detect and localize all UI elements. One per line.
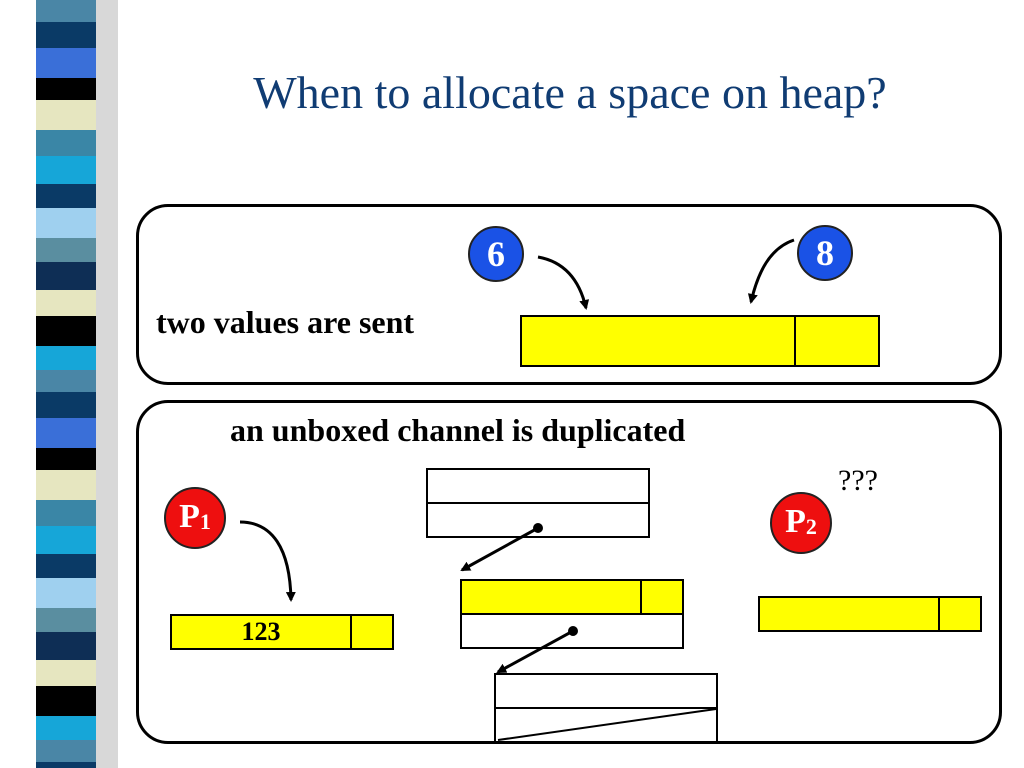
channel-buffer-pointer-cell [794,315,880,367]
slide-title: When to allocate a space on heap? [253,67,887,118]
p1-cell-value: 123 [170,614,352,650]
arrow-6-to-buffer [537,255,590,310]
value-circle-6: 6 [468,226,524,282]
channel-buffer-data-cell [520,315,796,367]
process-p2-circle: P2 [770,492,832,554]
arrow-p1-to-cell [239,520,296,602]
question-marks: ??? [838,464,878,497]
middle-record-pointer-cell [640,579,684,615]
process-p1-index: 1 [199,509,211,534]
diagonal-slash [497,708,717,741]
process-p1-circle: P1 [164,487,226,549]
label-two-values-sent: two values are sent [156,304,415,340]
arrow-8-to-buffer [747,238,795,304]
panel-values-sent [136,204,1002,385]
pointer-arrow-upper [460,526,539,572]
process-p2-index: 2 [805,514,817,539]
p2-cell-pointer [938,596,982,632]
value-circle-8: 8 [797,225,853,281]
label-unboxed-channel-duplicated: an unboxed channel is duplicated [230,412,686,448]
lower-record-top-row [494,673,718,709]
process-p2-letter: P [785,503,806,540]
p1-cell-pointer [350,614,394,650]
decorative-stripe-bar [0,0,118,768]
process-p1-letter: P [179,498,200,535]
p2-cell-data [758,596,940,632]
pointer-arrow-lower [496,629,574,674]
